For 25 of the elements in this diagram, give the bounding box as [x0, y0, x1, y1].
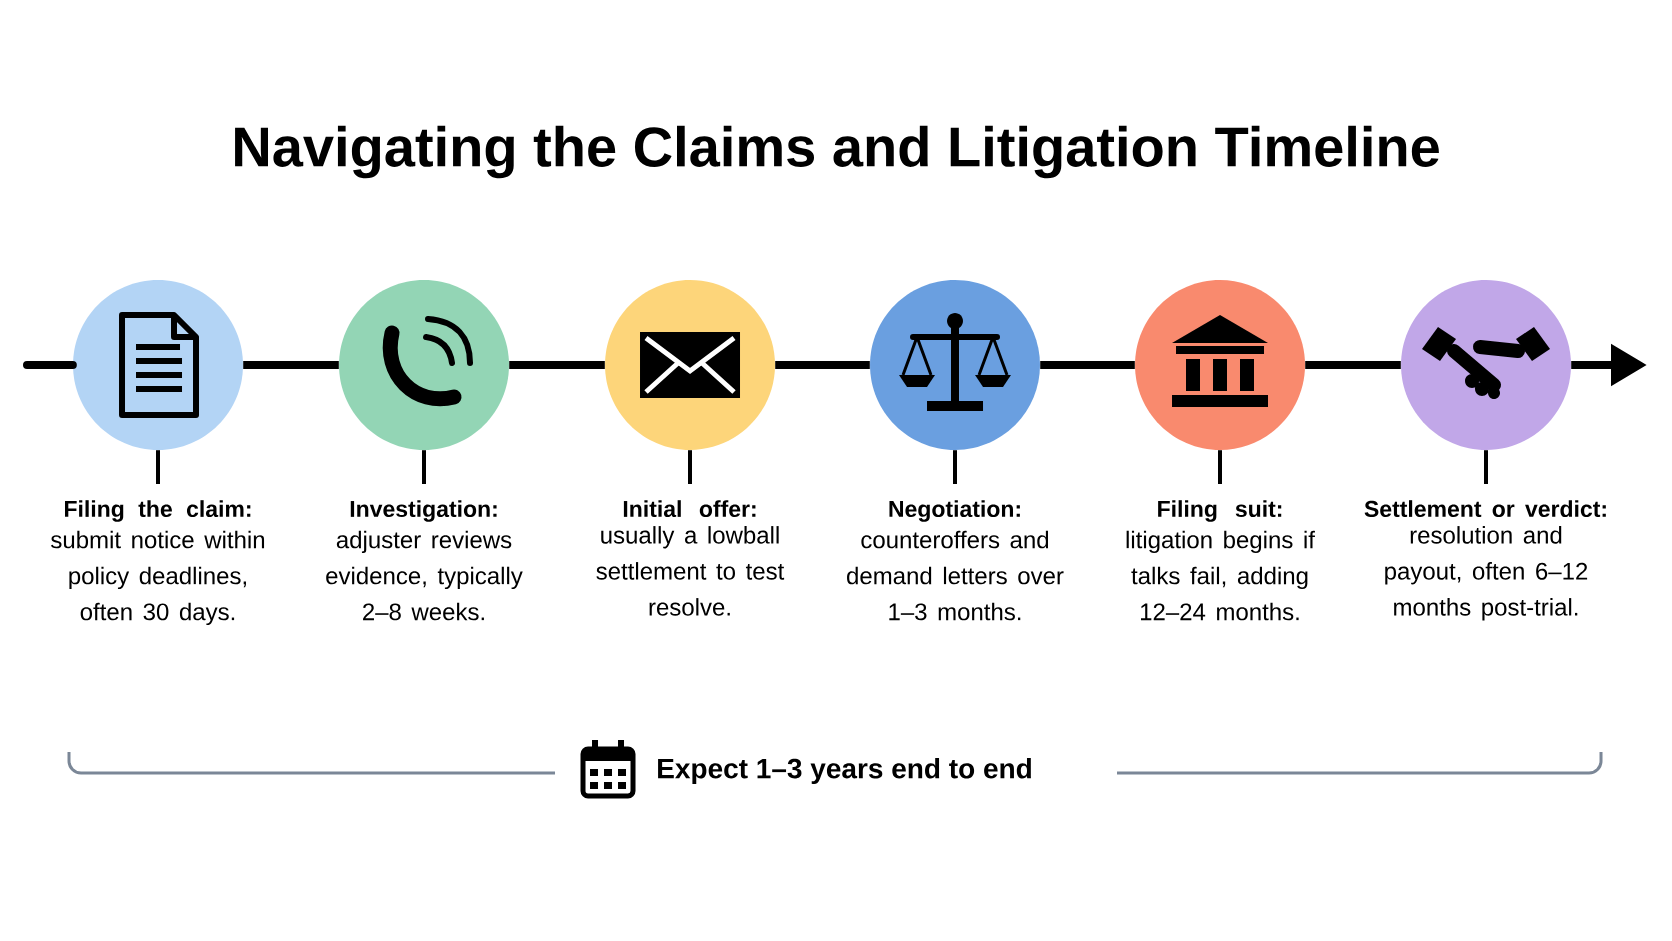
connector-tick [688, 450, 692, 484]
step-heading: Filing the claim: [65, 500, 251, 522]
timeline-line [23, 361, 77, 369]
step-heading: Negotiation: [889, 500, 1020, 522]
title: Navigating the Claims and Litigation Timeline [235, 125, 1439, 179]
step-heading: Initial offer: [623, 500, 756, 518]
duration-note: Expect 1–3 years end to end [658, 757, 1031, 785]
step-heading: Settlement or verdict: [1364, 500, 1606, 518]
step-circle [1401, 280, 1571, 450]
step-heading: Filing suit: [1158, 500, 1282, 522]
step-circle [339, 280, 509, 450]
step-description: litigation begins if talks fail, adding 12–24 months. [1126, 530, 1315, 621]
connector-tick [156, 450, 160, 484]
step-circle [73, 280, 243, 450]
connector-tick [1484, 450, 1488, 484]
step-description: submit notice within policy deadlines, often 30 days. [51, 530, 265, 626]
connector-tick [953, 450, 957, 484]
step-description: counteroffers and demand letters over 1–3 months. [847, 530, 1064, 621]
step-description: adjuster reviews evidence, typically 2–8 weeks. [326, 530, 523, 621]
connector-tick [1218, 450, 1222, 484]
connector-tick [422, 450, 426, 484]
step-description: resolution and payout, often 6–12 months post-trial. [1385, 526, 1588, 621]
step-description: usually a lowball settlement to test resolve. [596, 526, 785, 616]
step-heading: Investigation: [350, 500, 497, 522]
step-circle [870, 280, 1040, 450]
